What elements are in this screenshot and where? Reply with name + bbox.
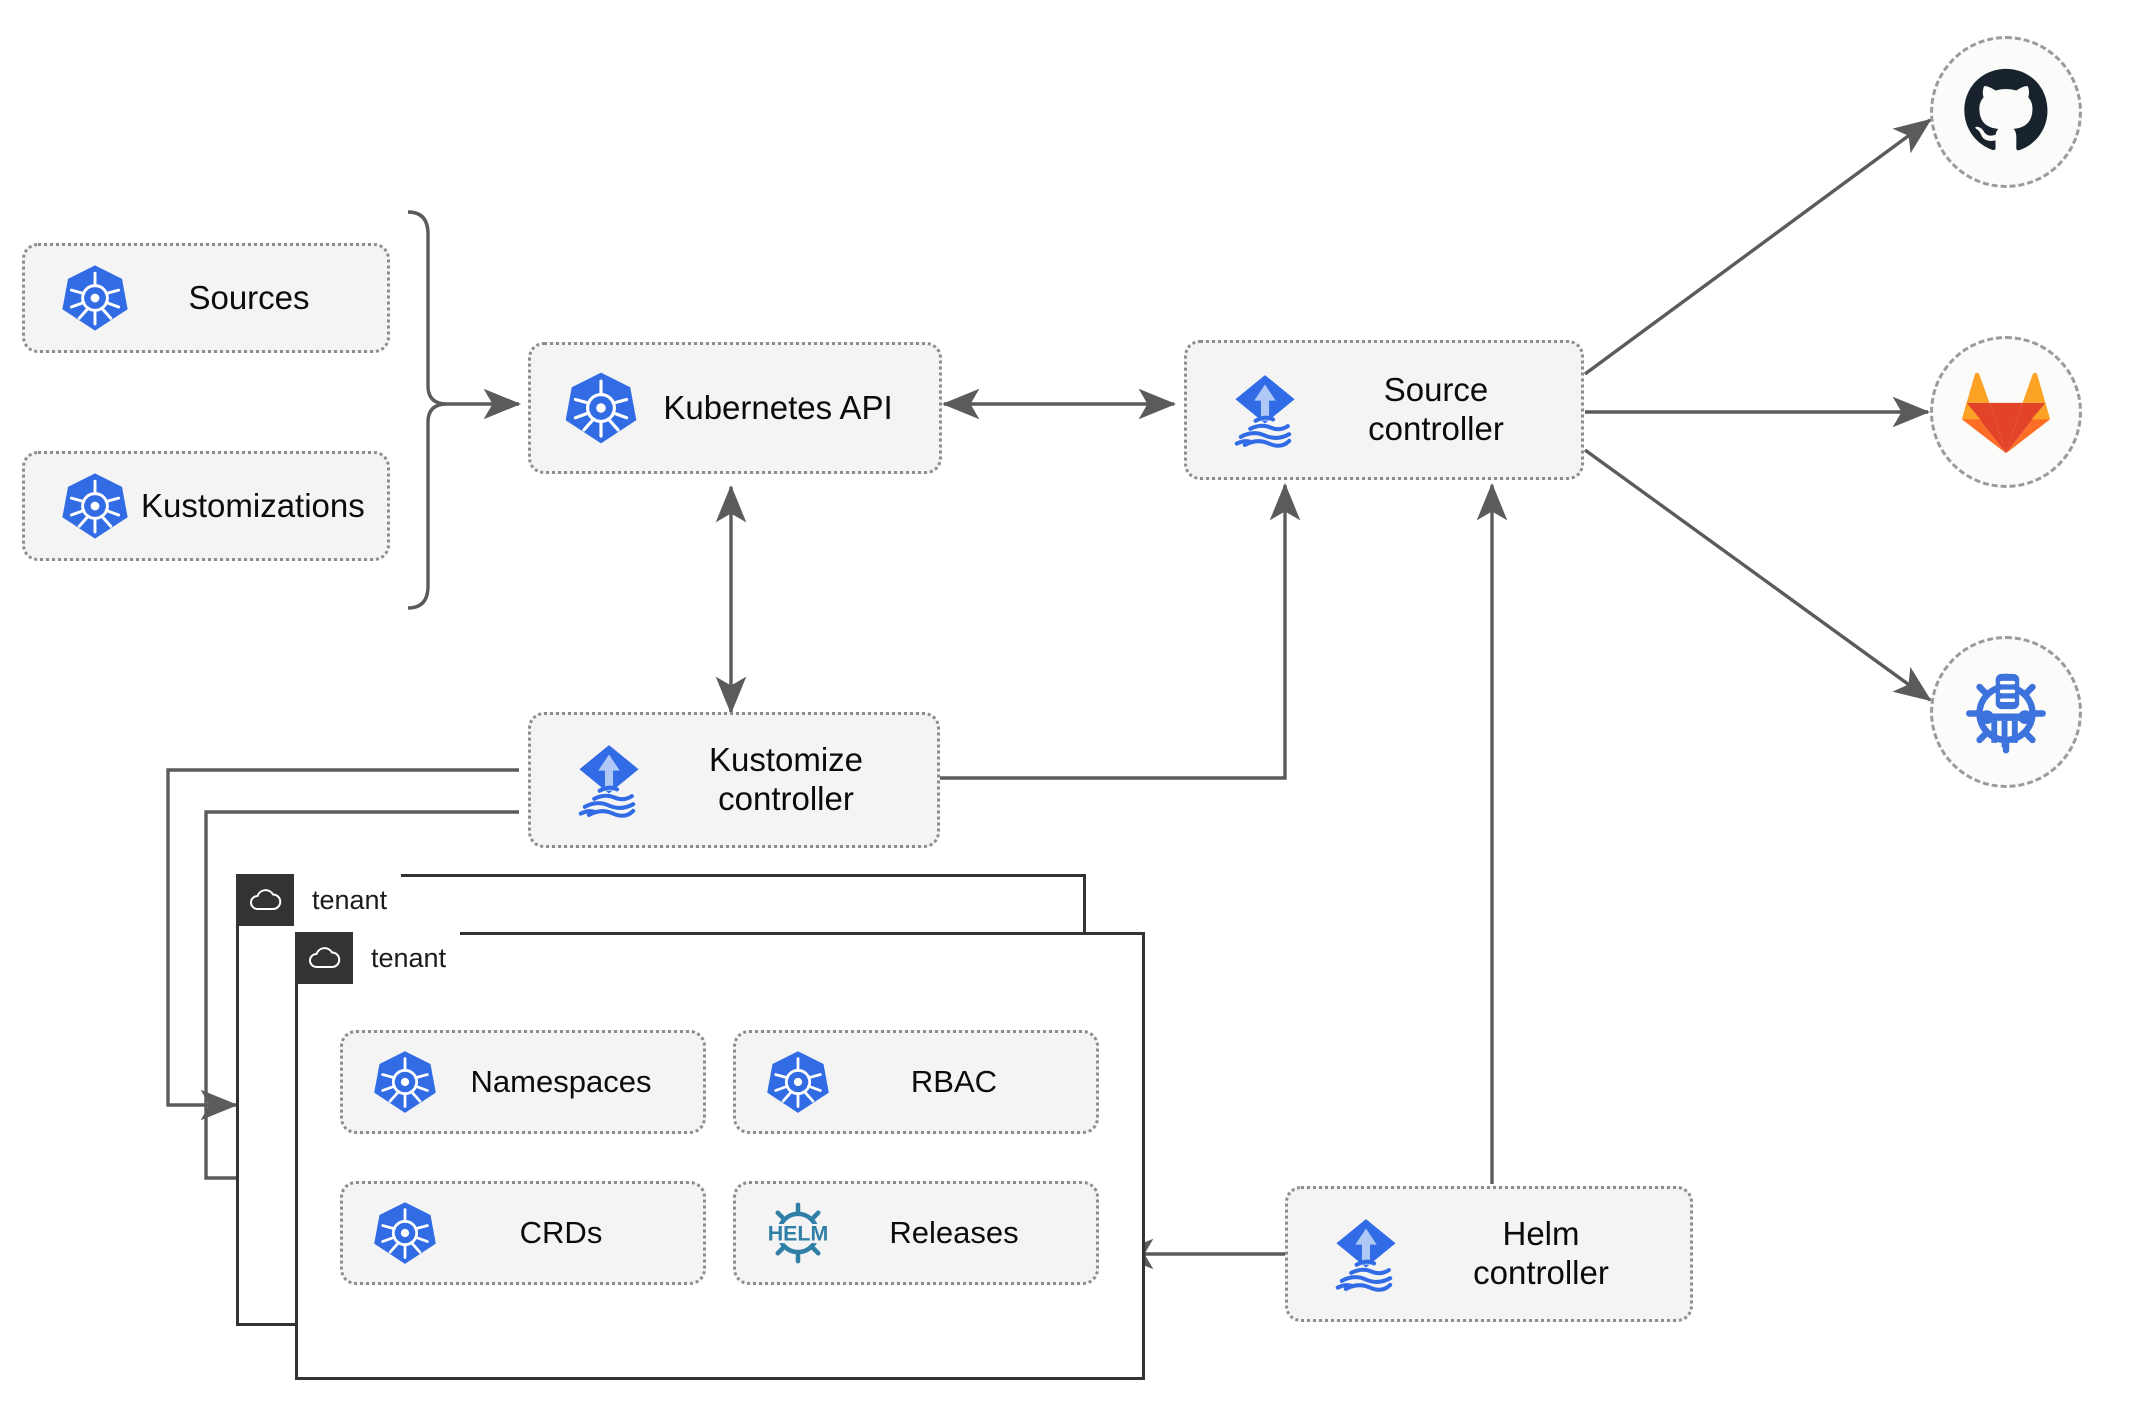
node-rbac[interactable]: RBAC — [733, 1030, 1099, 1134]
node-label: RBAC — [910, 1063, 998, 1099]
node-label: Source controller — [1368, 371, 1504, 447]
kubernetes-icon — [555, 369, 647, 447]
tenant-label: tenant — [353, 932, 461, 984]
node-kubernetes-api[interactable]: Kubernetes API — [528, 342, 942, 474]
node-label: Releases — [889, 1214, 1019, 1250]
tenant-tab: tenant — [295, 932, 461, 984]
node-helm-controller[interactable]: Helm controller — [1285, 1186, 1693, 1322]
node-label: Sources — [188, 278, 310, 316]
gitlab-icon — [1962, 372, 2050, 454]
node-label: Helm controller — [1473, 1215, 1609, 1291]
node-label: Namespaces — [470, 1063, 652, 1099]
flux-icon — [1213, 367, 1317, 453]
kubernetes-icon — [49, 470, 141, 542]
node-sources[interactable]: Sources — [22, 243, 390, 353]
node-releases[interactable]: HELM Releases — [733, 1181, 1099, 1285]
bracket-sources-kustomizations — [407, 210, 448, 610]
provider-gitlab[interactable] — [1930, 336, 2082, 488]
kubernetes-icon — [365, 1199, 445, 1267]
node-label: CRDs — [519, 1214, 603, 1250]
node-crds[interactable]: CRDs — [340, 1181, 706, 1285]
kubernetes-icon — [49, 262, 141, 334]
helm-chart-repository-icon — [1966, 673, 2046, 754]
helm-icon: HELM — [758, 1197, 838, 1269]
edge-kustomize-to-source-controller — [940, 482, 1301, 780]
kubernetes-icon — [365, 1048, 445, 1116]
tenant-label: tenant — [294, 874, 402, 926]
node-label: Kustomizations — [141, 486, 365, 524]
flux-icon — [1314, 1211, 1418, 1297]
svg-text:HELM: HELM — [768, 1221, 829, 1245]
node-kustomizations[interactable]: Kustomizations — [22, 451, 390, 561]
node-namespaces[interactable]: Namespaces — [340, 1030, 706, 1134]
node-label: Kubernetes API — [663, 388, 893, 426]
edge-source-controller-to-github — [1583, 118, 1932, 376]
tenant-tab: tenant — [236, 874, 402, 926]
node-label: Kustomize controller — [708, 741, 864, 817]
cloud-icon — [295, 932, 353, 984]
github-icon — [1964, 68, 2048, 151]
node-source-controller[interactable]: Source controller — [1184, 340, 1584, 480]
tenant-container-front[interactable]: tenant — [295, 932, 1145, 1380]
provider-helm-repository[interactable] — [1930, 636, 2082, 788]
kubernetes-icon — [758, 1048, 838, 1116]
edge-source-controller-to-helm-repository — [1584, 448, 1932, 702]
flux-icon — [557, 737, 661, 823]
cloud-icon — [236, 874, 294, 926]
node-kustomize-controller[interactable]: Kustomize controller — [528, 712, 940, 848]
provider-github[interactable] — [1930, 36, 2082, 188]
